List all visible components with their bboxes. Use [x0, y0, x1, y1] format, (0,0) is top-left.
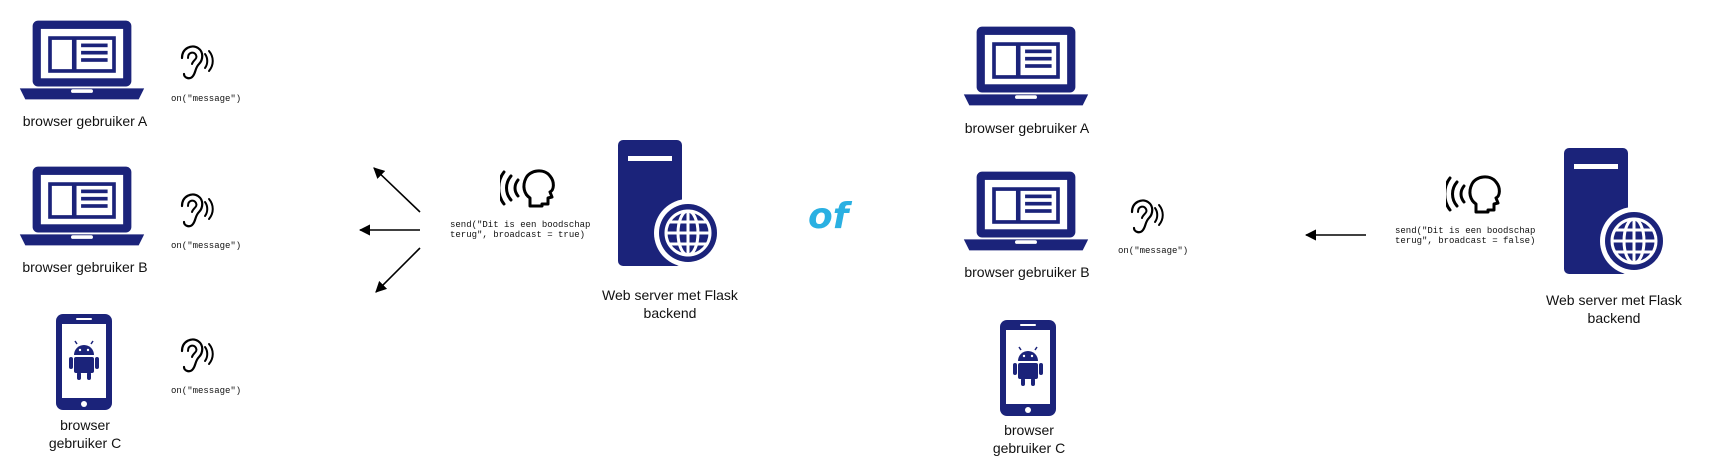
server-label-left-line1: Web server met Flask [602, 287, 738, 303]
separator-text: of [808, 196, 849, 237]
listener-b-right: on("message") [1118, 246, 1189, 256]
listener-c: on("message") [171, 386, 242, 396]
listener-b: on("message") [171, 241, 242, 251]
arrow-to-device-c [375, 247, 421, 293]
send-call-right: send("Dit is een boodschap terug", broad… [1395, 226, 1535, 246]
device-label-c-line2: gebruiker C [48, 435, 122, 451]
server-label-right-line1: Web server met Flask [1546, 292, 1682, 308]
send-call-left-line2: terug", broadcast = true) [450, 230, 586, 240]
server-label-left: Web server met Flask backend [590, 286, 750, 322]
send-call-right-line2: terug", broadcast = false) [1395, 236, 1536, 246]
device-label-b-right: browser gebruiker B [964, 264, 1090, 280]
listener-a: on("message") [171, 94, 242, 104]
send-call-left: send("Dit is een boodschap terug", broad… [450, 220, 590, 240]
device-label-c-right-line2: gebruiker C [992, 440, 1066, 456]
device-label-c-right-line1: browser [1004, 422, 1054, 438]
device-label-b: browser gebruiker B [22, 259, 148, 275]
send-call-right-line1: send("Dit is een boodschap [1395, 226, 1536, 236]
send-call-left-line1: send("Dit is een boodschap [450, 220, 591, 230]
device-label-c: browser gebruiker C [0, 416, 170, 452]
arrow-to-device-a [373, 167, 421, 213]
server-label-right: Web server met Flask backend [1534, 291, 1694, 327]
server-label-right-line2: backend [1587, 310, 1641, 326]
device-label-c-line1: browser [60, 417, 110, 433]
server-label-left-line2: backend [643, 305, 697, 321]
device-label-a-right: browser gebruiker A [964, 120, 1090, 136]
device-label-a: browser gebruiker A [22, 113, 148, 129]
device-label-c-right: browser gebruiker C [944, 421, 1114, 457]
